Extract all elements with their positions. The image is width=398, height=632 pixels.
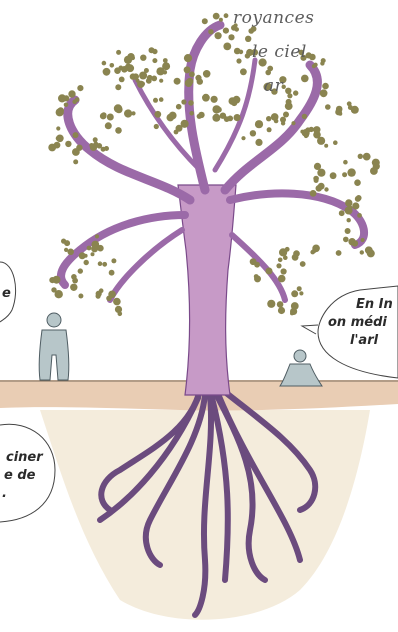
left-speech-bubble — [0, 261, 17, 323]
right-bubble-line-3: l'arl — [350, 333, 379, 348]
right-bubble-line-1: En In — [356, 297, 393, 312]
meditating-figure — [279, 349, 323, 387]
bottom-left-speech-bubble — [0, 423, 56, 523]
tree-trunk — [177, 184, 237, 396]
right-speech-bubble — [317, 285, 398, 379]
top-text-line-1: royances — [233, 8, 315, 28]
right-bubble-line-2: on médi — [328, 315, 387, 330]
bottom-left-bubble-line-1: ciner — [6, 450, 43, 465]
bottom-left-bubble-line-3: . — [2, 486, 7, 501]
tree-roots — [97, 385, 319, 618]
tree-foliage — [48, 12, 380, 317]
top-text-line-3: ar — [264, 76, 284, 96]
bottom-left-bubble-line-2: e de — [4, 468, 36, 483]
top-text-line-2: le ciel — [252, 42, 307, 62]
standing-figure — [38, 312, 70, 381]
left-bubble-text: e — [2, 286, 11, 301]
